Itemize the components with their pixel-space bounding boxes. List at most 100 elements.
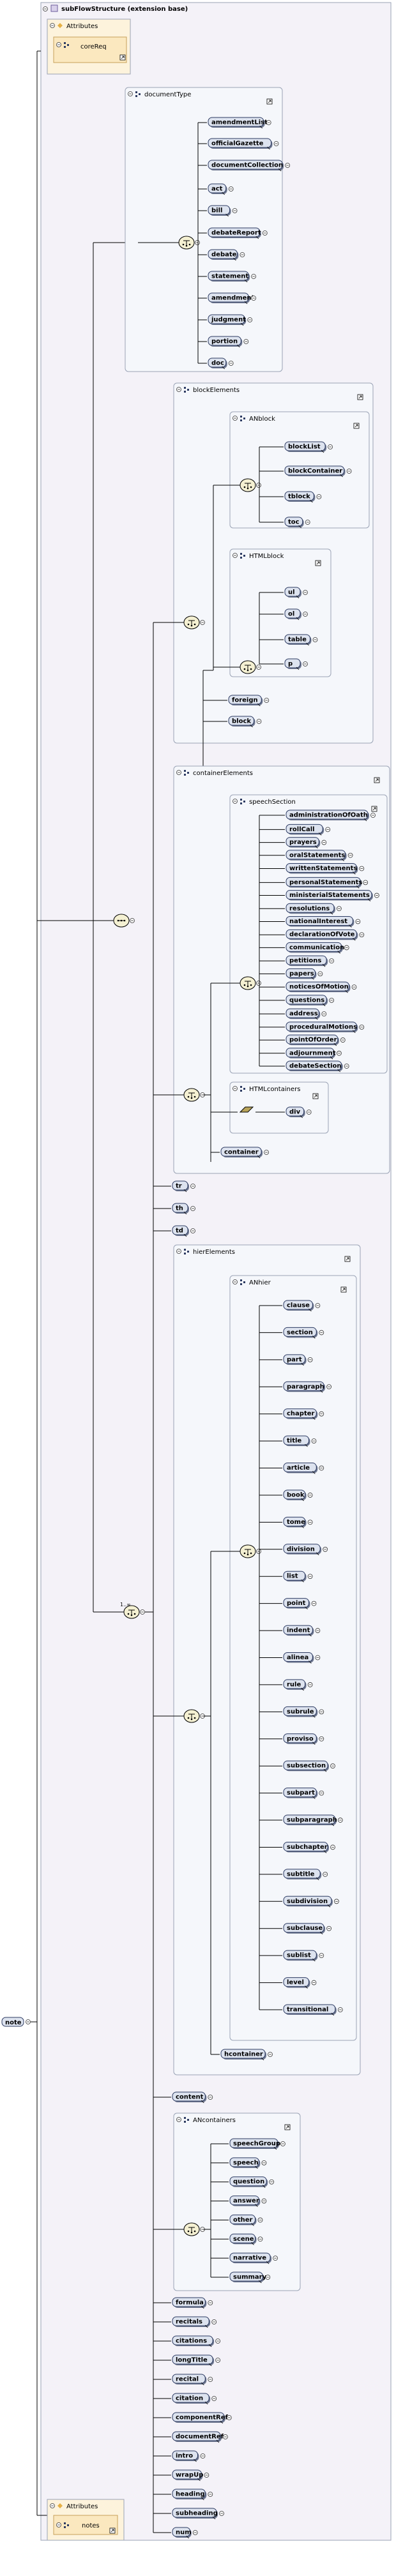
element-box-article[interactable] — [283, 1463, 317, 1473]
element-box-heading[interactable] — [172, 2489, 206, 2499]
element-box-bill[interactable] — [208, 205, 231, 215]
element-box-documentRef[interactable] — [172, 2431, 221, 2441]
element-box-formula[interactable] — [172, 2297, 206, 2307]
element-box-question[interactable] — [229, 2176, 267, 2187]
element-box-hcontainer[interactable] — [220, 2049, 266, 2059]
element-box-subheading[interactable] — [172, 2508, 217, 2518]
element-box-tr[interactable] — [172, 1180, 188, 1191]
element-box-proviso[interactable] — [283, 1733, 317, 1744]
element-box-div[interactable] — [286, 1106, 305, 1117]
element-box-doc[interactable] — [208, 358, 227, 368]
element-box-th[interactable] — [172, 1203, 188, 1213]
element-box-level[interactable] — [283, 1977, 309, 1987]
element-box-pointOfOrder[interactable] — [286, 1034, 339, 1044]
element-box-indent[interactable] — [283, 1625, 313, 1635]
element-name-transitional: transitional — [287, 2007, 328, 2014]
element-box-clause[interactable] — [283, 1300, 313, 1310]
element-box-debateReport[interactable] — [208, 227, 261, 237]
element-box-citations[interactable] — [172, 2335, 213, 2346]
element-box-content[interactable] — [172, 2091, 206, 2102]
element-box-ul[interactable] — [284, 587, 301, 597]
element-box-subchapter[interactable] — [283, 1841, 328, 1851]
element-box-subpart[interactable] — [283, 1788, 317, 1798]
element-name-prayers: prayers — [289, 839, 317, 846]
element-box-container[interactable] — [220, 1147, 262, 1157]
element-box-ministerialStatements[interactable] — [286, 890, 372, 900]
element-box-foreign[interactable] — [228, 695, 262, 705]
element-box-section[interactable] — [283, 1327, 317, 1337]
element-box-act[interactable] — [208, 183, 227, 193]
element-box-subparagraph[interactable] — [283, 1814, 336, 1825]
element-box-speechGroup[interactable] — [229, 2138, 278, 2148]
element-box-adjournment[interactable] — [286, 1048, 335, 1058]
element-box-chapter[interactable] — [283, 1408, 317, 1419]
element-box-debate[interactable] — [208, 249, 238, 259]
element-box-questions[interactable] — [286, 995, 327, 1005]
element-box-wrapUp[interactable] — [172, 2469, 202, 2480]
element-box-tome[interactable] — [283, 1516, 306, 1526]
element-box-declarationOfVote[interactable] — [286, 929, 357, 939]
element-box-paragraph[interactable] — [283, 1381, 324, 1391]
element-box-address[interactable] — [286, 1008, 319, 1018]
element-box-narrative[interactable] — [229, 2252, 271, 2263]
element-box-rule[interactable] — [283, 1679, 306, 1689]
element-box-block[interactable] — [228, 716, 254, 726]
element-box-personalStatements[interactable] — [286, 877, 361, 887]
element-box-officialGazette[interactable] — [208, 138, 271, 148]
element-box-nationalInterest[interactable] — [286, 915, 353, 926]
element-box-summary[interactable] — [229, 2271, 263, 2282]
element-box-toc[interactable] — [284, 516, 303, 527]
element-box-writtenStatements[interactable] — [286, 863, 357, 873]
element-box-proceduralMotions[interactable] — [286, 1021, 357, 1032]
element-box-administrationOfOath[interactable] — [286, 810, 369, 820]
element-box-table[interactable] — [284, 634, 310, 644]
element-box-longTitle[interactable] — [172, 2354, 213, 2365]
element-box-answer[interactable] — [229, 2196, 259, 2206]
element-box-speech[interactable] — [229, 2157, 259, 2167]
element-box-amendmentList[interactable] — [208, 117, 264, 127]
element-box-blockContainer[interactable] — [284, 465, 345, 476]
element-box-debateSection[interactable] — [286, 1060, 342, 1071]
element-box-judgment[interactable] — [208, 314, 245, 324]
element-box-recitals[interactable] — [172, 2316, 209, 2326]
element-box-subtitle[interactable] — [283, 1869, 321, 1879]
element-box-td[interactable] — [172, 1225, 188, 1235]
element-box-recital[interactable] — [172, 2374, 206, 2384]
element-box-documentCollection[interactable] — [208, 160, 283, 170]
element-box-ol[interactable] — [284, 608, 301, 619]
element-box-componentRef[interactable] — [172, 2412, 225, 2422]
element-box-prayers[interactable] — [286, 837, 319, 847]
element-box-sublist[interactable] — [283, 1950, 317, 1960]
element-box-title[interactable] — [283, 1435, 309, 1445]
element-box-blockList[interactable] — [284, 441, 326, 451]
element-box-rollCall[interactable] — [286, 824, 323, 834]
element-box-list[interactable] — [283, 1570, 306, 1581]
element-box-alinea[interactable] — [283, 1652, 313, 1662]
element-box-noticesOfMotion[interactable] — [286, 981, 349, 991]
element-box-portion[interactable] — [208, 336, 241, 346]
element-box-transitional[interactable] — [283, 2004, 336, 2014]
element-box-citation[interactable] — [172, 2393, 209, 2403]
element-box-part[interactable] — [283, 1354, 306, 1364]
element-box-p[interactable] — [284, 658, 301, 668]
element-box-petitions[interactable] — [286, 955, 327, 965]
element-box-note[interactable] — [1, 2017, 24, 2027]
element-box-oralStatements[interactable] — [286, 850, 346, 860]
element-box-division[interactable] — [283, 1544, 321, 1554]
element-box-resolutions[interactable] — [286, 903, 335, 913]
element-box-statement[interactable] — [208, 271, 249, 281]
element-box-subrule[interactable] — [283, 1706, 317, 1716]
element-box-other[interactable] — [229, 2214, 255, 2224]
element-box-num[interactable] — [172, 2527, 191, 2537]
element-box-amendment[interactable] — [208, 292, 249, 303]
element-box-intro[interactable] — [172, 2450, 198, 2460]
element-box-subdivision[interactable] — [283, 1895, 332, 1906]
element-box-subsection[interactable] — [283, 1760, 328, 1770]
element-box-scene[interactable] — [229, 2233, 255, 2243]
element-box-communication[interactable] — [286, 942, 342, 952]
element-box-papers[interactable] — [286, 968, 316, 978]
element-box-tblock[interactable] — [284, 491, 314, 501]
element-box-subclause[interactable] — [283, 1923, 324, 1933]
element-box-book[interactable] — [283, 1489, 306, 1500]
element-box-point[interactable] — [283, 1598, 309, 1608]
